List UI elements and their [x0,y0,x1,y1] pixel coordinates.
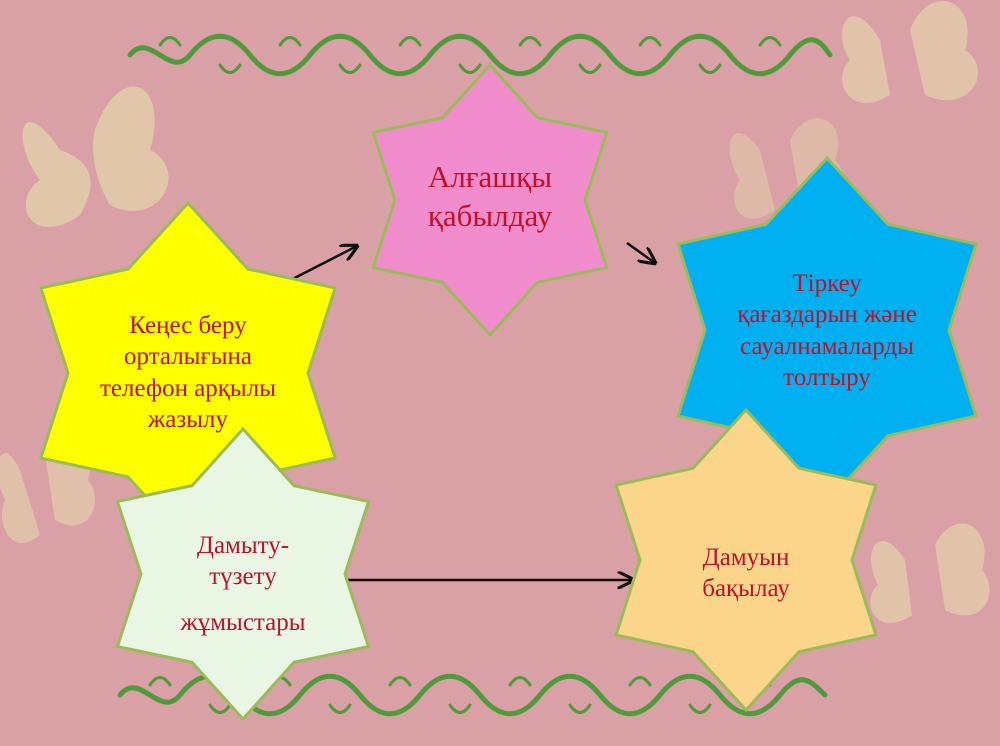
node-label-line: Тіркеу [792,270,862,297]
star-node-development-monitoring [614,407,878,713]
node-label-line: Дамуын [702,544,790,571]
node-label-line: түзету [209,563,277,591]
node-label-fill-documents: Тіркеу қағаздарын және сауалнамаларды толты… [680,268,974,393]
node-label-development-monitoring: Дамуын бақылау [640,542,852,605]
butterfly-icon [870,523,990,624]
node-label-line: толтыру [783,363,871,391]
star-node-initial-reception [371,62,609,338]
node-label-line: жұмыстары [180,608,306,636]
node-label-line: қағаздарын және [737,301,917,329]
node-label-line: Кеңес беру [129,312,247,339]
top-ornament-border [127,33,833,77]
butterfly-icon [841,1,979,103]
butterfly-icon [22,86,169,228]
star-node-correction-work [115,426,371,722]
node-label-phone-registration: Кеңес беру орталығына телефон арқылы жазылу [60,310,316,435]
node-label-line: Дамыту- [196,532,290,559]
node-label-correction-work: Дамыту-түзету жұмыстары [130,530,356,638]
node-label-line: сауалнамаларды [740,332,914,360]
arrow-initial-reception-to-fill-documents [626,241,655,263]
node-label-line: қабылдау [427,197,553,233]
node-label-line: бақылау [702,575,790,603]
node-label-line: телефон арқылы [99,374,277,402]
node-label-line: Алғашқы [427,159,553,194]
node-label-line: жазылу [147,405,229,433]
node-label-line: орталығына [123,343,252,371]
